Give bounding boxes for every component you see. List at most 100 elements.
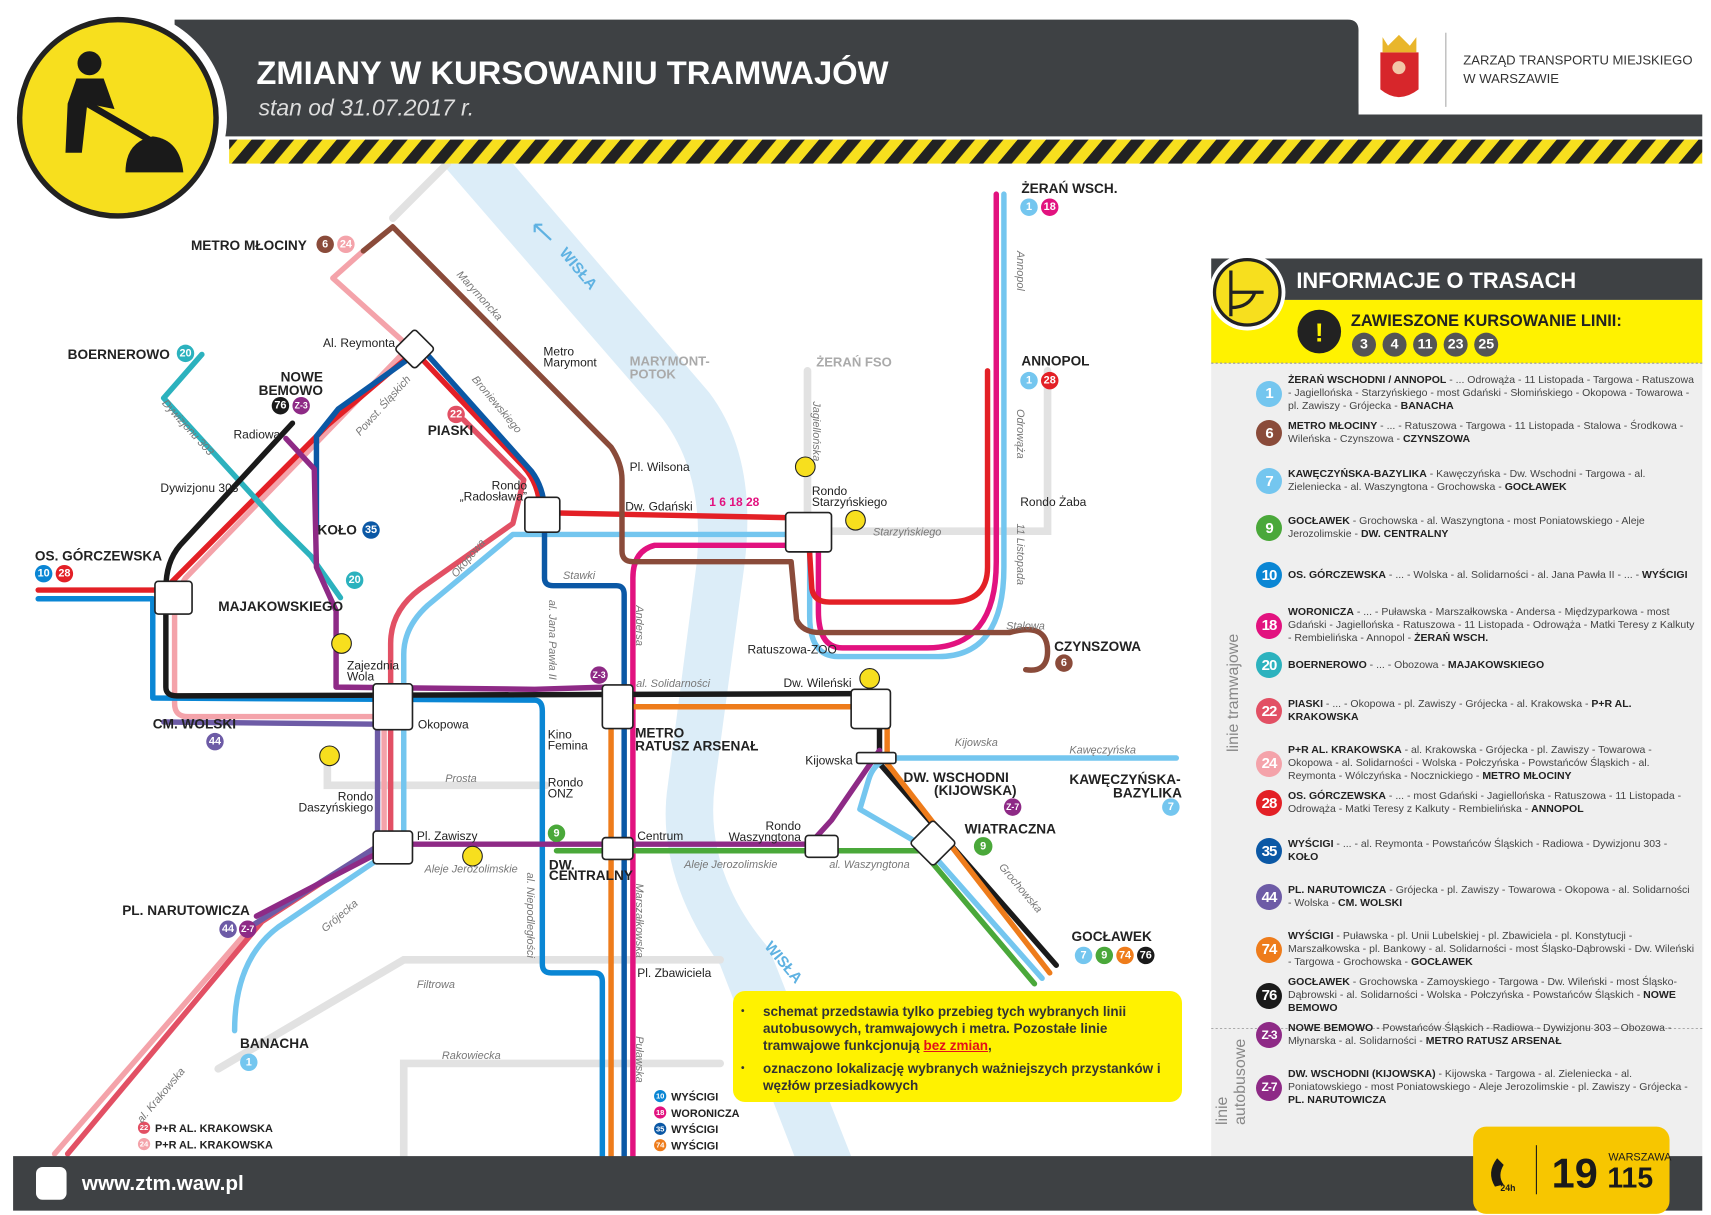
- svg-text:Stalowa: Stalowa: [1006, 620, 1045, 632]
- station-metro-mlociny[interactable]: METRO MŁOCINY: [191, 238, 307, 253]
- station-dw-centralny-2: CENTRALNY: [549, 868, 633, 883]
- station-rondo-starzynskiego[interactable]: Rondo: [812, 484, 848, 498]
- footer: www.ztm.waw.pl 24h 19 WARSZAWA 115: [13, 1126, 1703, 1214]
- note-item: schemat przedstawia tylko przebieg tych …: [741, 1003, 1164, 1054]
- line-number-badge: 7: [1256, 468, 1282, 494]
- route-description: PIASKI - ... - Okopowa - pl. Zawiszy - G…: [1288, 698, 1632, 723]
- station-nowe-bemowo[interactable]: NOWE: [281, 370, 323, 385]
- station-dw-wschodni[interactable]: DW. WSCHODNI: [904, 770, 1009, 785]
- station-rondo-starzynskiego-2: Starzyńskiego: [812, 495, 888, 509]
- station-zeran-wsch[interactable]: ŻERAŃ WSCH.: [1021, 181, 1117, 196]
- station-zajezdnia-wola-2: Wola: [347, 670, 374, 684]
- station-dw-gdanski[interactable]: Dw. Gdański: [625, 499, 692, 513]
- station-goclawek[interactable]: GOCŁAWEK: [1072, 929, 1152, 944]
- station-rondo-onz-2: ONZ: [548, 786, 573, 800]
- station-kolo[interactable]: KOŁO: [318, 522, 358, 537]
- line-badge: 24: [337, 235, 355, 254]
- suspended-line-badge: 23: [1443, 332, 1468, 357]
- svg-text:Odrowąża: Odrowąża: [1014, 409, 1026, 459]
- svg-text:Z-7: Z-7: [1006, 802, 1019, 812]
- station-wiatraczna[interactable]: WIATRACZNA: [965, 821, 1056, 836]
- route-description: WORONICZA - ... - Puławska - Marszałkows…: [1288, 606, 1695, 644]
- station-metro-marymont[interactable]: Metro: [543, 345, 574, 359]
- area-marymont: MARYMONT-: [630, 353, 710, 368]
- svg-text:44: 44: [209, 736, 221, 748]
- station-rondo-waszyngtona-2: Waszyngtona: [729, 830, 802, 844]
- station-rondo-onz[interactable]: Rondo: [548, 775, 584, 789]
- station-al-reymonta[interactable]: Al. Reymonta: [323, 336, 395, 350]
- phone-number-sub[interactable]: 115: [1607, 1163, 1653, 1195]
- svg-text:9: 9: [553, 827, 559, 839]
- svg-text:18: 18: [656, 1108, 664, 1117]
- station-okopowa[interactable]: Okopowa: [418, 718, 469, 732]
- route-description: KAWĘCZYŃSKA-BAZYLIKA - Kawęczyńska - Dw.…: [1288, 468, 1646, 493]
- station-kijowska[interactable]: Kijowska: [805, 754, 853, 768]
- line-10: [35, 596, 606, 1159]
- station-ratuszowa-zoo[interactable]: Ratuszowa-ZOO: [747, 642, 836, 656]
- website-link[interactable]: www.ztm.waw.pl: [81, 1172, 244, 1195]
- route-description: GOCŁAWEK - Grochowska - Zamoyskiego - Ta…: [1288, 976, 1677, 1014]
- terminal-label: WYŚCIGI: [671, 1140, 718, 1153]
- station-rondo-radoslawa[interactable]: Rondo: [492, 479, 528, 493]
- station-czynszowa[interactable]: CZYNSZOWA: [1054, 639, 1141, 654]
- svg-text:11 Listopada: 11 Listopada: [1014, 524, 1026, 586]
- svg-text:Aleje Jerozolimskie: Aleje Jerozolimskie: [683, 859, 777, 871]
- station-majakowskiego[interactable]: MAJAKOWSKIEGO: [218, 599, 343, 614]
- route-icon: [1229, 270, 1264, 317]
- phone-icon: [1491, 1158, 1504, 1187]
- line-badge: 24: [137, 1137, 151, 1151]
- route-description: PL. NARUTOWICZA - Grójecka - pl. Zawiszy…: [1288, 884, 1690, 909]
- station-metro-ratusz[interactable]: METRO: [635, 725, 685, 740]
- station-centrum[interactable]: Centrum: [637, 829, 683, 843]
- line-badge: 28: [1041, 371, 1059, 390]
- svg-text:Dywizjonu 303: Dywizjonu 303: [159, 398, 215, 459]
- area-potok: POTOK: [630, 366, 677, 381]
- station-dywizjonu[interactable]: Dywizjonu 303: [160, 481, 238, 495]
- station-banacha[interactable]: BANACHA: [240, 1036, 309, 1051]
- station-kaweczynska[interactable]: KAWĘCZYŃSKA-: [1069, 772, 1180, 787]
- line-badge: 9: [1095, 946, 1114, 965]
- area-zeran-fso: ŻERAŃ FSO: [816, 354, 892, 369]
- station-os-gorczewska[interactable]: OS. GÓRCZEWSKA: [35, 549, 162, 564]
- station-dw-centralny[interactable]: DW.: [549, 857, 575, 872]
- construction-icon: [845, 509, 866, 531]
- station-pl-zawiszy[interactable]: Pl. Zawiszy: [417, 829, 478, 843]
- phone-number-main[interactable]: 19: [1552, 1150, 1598, 1197]
- line-badge: 18: [1041, 198, 1059, 216]
- svg-text:3: 3: [1360, 337, 1368, 353]
- line-badge: 20: [176, 344, 195, 363]
- info-panel-title: INFORMACJE O TRASACH: [1296, 268, 1576, 293]
- streets: [214, 159, 1052, 1160]
- line-number-badge: 6: [1256, 420, 1282, 446]
- svg-text:6: 6: [1061, 657, 1067, 669]
- station-pr-krakowska-24[interactable]: P+R AL. KRAKOWSKA: [155, 1139, 273, 1151]
- station-pr-krakowska-22[interactable]: P+R AL. KRAKOWSKA: [155, 1123, 273, 1135]
- svg-text:Andersa: Andersa: [633, 604, 645, 646]
- station-piaski[interactable]: PIASKI: [428, 423, 473, 438]
- station-boernerowo[interactable]: BOERNEROWO: [68, 347, 171, 362]
- line-badge: 10: [34, 564, 53, 583]
- station-rondo-waszyngtona[interactable]: Rondo: [766, 819, 802, 833]
- line-badge: 76: [271, 397, 290, 415]
- station-radiowa[interactable]: Radiowa: [234, 427, 281, 441]
- station-rondo-daszynskiego[interactable]: Rondo: [338, 790, 374, 804]
- svg-text:24: 24: [140, 1140, 149, 1149]
- svg-text:Z-7: Z-7: [241, 924, 254, 934]
- station-rondo-zaba[interactable]: Rondo Żaba: [1020, 495, 1086, 509]
- station-zajezdnia-wola[interactable]: Zajezdnia: [347, 659, 399, 673]
- station-pl-zbawiciela[interactable]: Pl. Zbawiciela: [637, 966, 711, 980]
- station-cm-wolski[interactable]: CM. WOLSKI: [153, 717, 236, 732]
- station-annopol[interactable]: ANNOPOL: [1021, 353, 1089, 368]
- station-dw-wilenski[interactable]: Dw. Wileński: [783, 676, 851, 690]
- svg-text:35: 35: [365, 524, 377, 536]
- line-badge: 6: [1055, 654, 1073, 672]
- station-kino-femina[interactable]: Kino: [548, 727, 572, 741]
- station-pl-narutowicza[interactable]: PL. NARUTOWICZA: [122, 903, 250, 918]
- station-pl-wilsona[interactable]: Pl. Wilsona: [630, 460, 690, 474]
